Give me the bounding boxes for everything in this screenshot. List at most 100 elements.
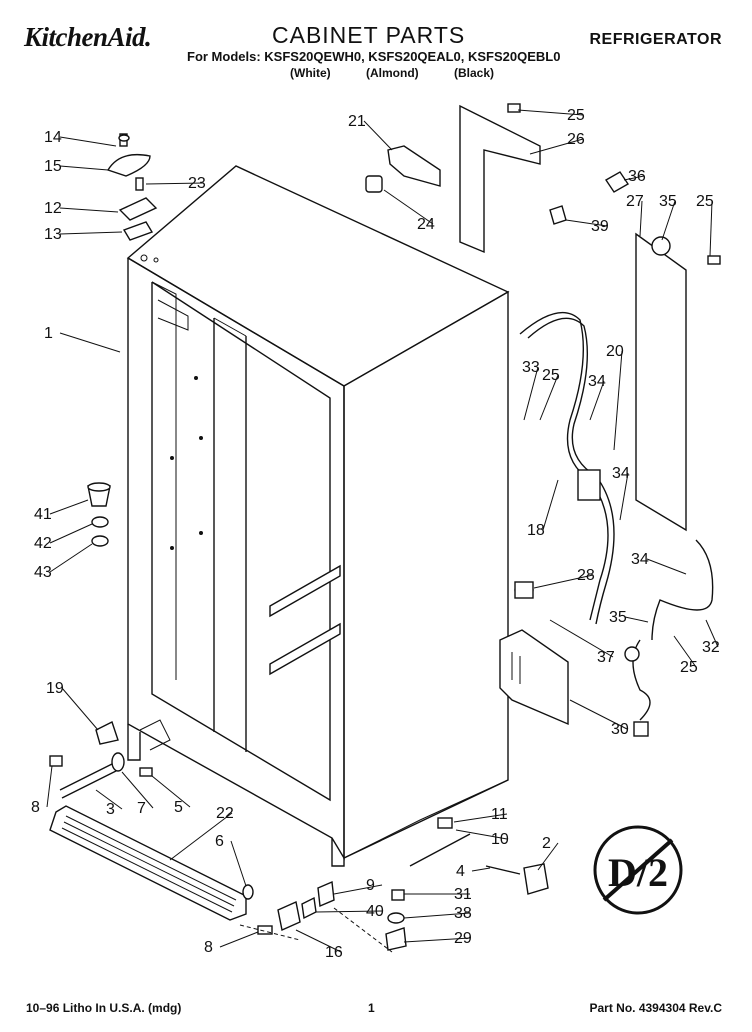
callout-39: 39 bbox=[591, 218, 609, 235]
callout-35: 35 bbox=[609, 609, 627, 626]
leader-line bbox=[295, 929, 342, 953]
parts-36-39 bbox=[549, 171, 629, 225]
leader-line bbox=[59, 165, 109, 171]
leader-line bbox=[49, 543, 93, 573]
leader-line bbox=[673, 635, 697, 668]
panel-27 bbox=[635, 232, 721, 532]
callout-6: 6 bbox=[215, 833, 224, 850]
cabinet-drawing bbox=[126, 165, 510, 867]
callout-29: 29 bbox=[454, 930, 472, 947]
callout-15: 15 bbox=[44, 158, 62, 175]
leader-line bbox=[169, 812, 233, 861]
leader-line bbox=[565, 219, 608, 227]
leader-line bbox=[646, 558, 687, 575]
leader-line bbox=[46, 765, 53, 808]
leader-line bbox=[95, 789, 123, 810]
callout-22: 22 bbox=[216, 805, 234, 822]
leader-line bbox=[517, 109, 584, 116]
callout-16: 16 bbox=[325, 944, 343, 961]
tubing-18 bbox=[519, 311, 615, 625]
callout-26: 26 bbox=[567, 131, 585, 148]
color-almond: (Almond) bbox=[366, 66, 419, 80]
leader-line bbox=[59, 136, 117, 147]
leveling-parts bbox=[49, 721, 153, 799]
callout-35: 35 bbox=[659, 193, 677, 210]
callout-34: 34 bbox=[612, 465, 630, 482]
leader-line bbox=[403, 912, 471, 919]
callout-4: 4 bbox=[456, 863, 465, 880]
callout-5: 5 bbox=[174, 799, 183, 816]
leader-line bbox=[61, 687, 99, 731]
callout-43: 43 bbox=[34, 564, 52, 581]
callout-36: 36 bbox=[628, 168, 646, 185]
leader-line bbox=[639, 200, 643, 237]
leader-line bbox=[623, 175, 645, 181]
lower-right-parts bbox=[385, 817, 549, 951]
callout-21: 21 bbox=[348, 113, 366, 130]
leader-line bbox=[403, 937, 471, 943]
color-list: (White) (Almond) (Black) bbox=[290, 66, 526, 80]
color-white: (White) bbox=[290, 66, 331, 80]
callout-28: 28 bbox=[577, 567, 595, 584]
leader-line bbox=[121, 771, 154, 809]
page-title: CABINET PARTS bbox=[272, 22, 466, 48]
leader-line bbox=[383, 189, 434, 225]
leader-line bbox=[363, 120, 393, 151]
callout-34: 34 bbox=[631, 551, 649, 568]
callout-23: 23 bbox=[188, 175, 206, 192]
callout-8: 8 bbox=[31, 799, 40, 816]
footer-part-number: Part No. 4394304 Rev.C bbox=[589, 1001, 722, 1015]
callout-18: 18 bbox=[527, 522, 545, 539]
leader-line bbox=[523, 366, 539, 421]
leader-line bbox=[624, 616, 649, 623]
leader-line bbox=[333, 884, 383, 895]
parts-41-43 bbox=[87, 482, 111, 547]
leader-line bbox=[145, 182, 205, 185]
callout-31: 31 bbox=[454, 886, 472, 903]
callout-7: 7 bbox=[137, 800, 146, 817]
callout-30: 30 bbox=[611, 721, 629, 738]
callout-2: 2 bbox=[542, 835, 551, 852]
parts-21-24 bbox=[365, 145, 441, 193]
leader-line bbox=[705, 619, 719, 648]
leader-line bbox=[613, 350, 623, 451]
water-tube-32 bbox=[624, 539, 714, 737]
callout-25: 25 bbox=[680, 659, 698, 676]
leader-line bbox=[315, 910, 383, 913]
callout-25: 25 bbox=[567, 107, 585, 124]
callout-13: 13 bbox=[44, 226, 62, 243]
leader-line bbox=[151, 775, 191, 808]
callout-25: 25 bbox=[696, 193, 714, 210]
callout-3: 3 bbox=[106, 801, 115, 818]
leader-line bbox=[219, 931, 259, 948]
leader-line bbox=[661, 200, 676, 241]
callout-20: 20 bbox=[606, 343, 624, 360]
leader-line bbox=[619, 472, 629, 521]
footer-page-number: 1 bbox=[368, 1001, 375, 1015]
leader-line bbox=[49, 523, 93, 544]
callout-33: 33 bbox=[522, 359, 540, 376]
leader-line bbox=[589, 380, 605, 421]
leader-line bbox=[529, 138, 584, 155]
leader-line bbox=[59, 207, 119, 213]
leader-line bbox=[230, 840, 247, 887]
top-hinge-parts bbox=[106, 133, 158, 241]
callout-19: 19 bbox=[46, 680, 64, 697]
leader-line bbox=[455, 829, 508, 840]
panel-30 bbox=[499, 629, 569, 726]
model-list: For Models: KSFS20QEWH0, KSFS20QEAL0, KS… bbox=[187, 49, 561, 64]
leader-line bbox=[49, 499, 89, 515]
callouts: 1234567889101112131415161819202122232425… bbox=[31, 107, 720, 961]
callout-32: 32 bbox=[702, 639, 720, 656]
leader-line bbox=[59, 332, 121, 353]
leader-line bbox=[453, 813, 508, 823]
leader-line bbox=[471, 867, 491, 872]
gasket-26 bbox=[459, 103, 541, 254]
callout-37: 37 bbox=[597, 649, 615, 666]
leader-line bbox=[537, 842, 559, 871]
seal-d2: D/2 bbox=[593, 825, 683, 915]
bottom-hinge-parts bbox=[239, 880, 393, 953]
callout-9: 9 bbox=[366, 877, 375, 894]
leader-line bbox=[709, 200, 713, 257]
